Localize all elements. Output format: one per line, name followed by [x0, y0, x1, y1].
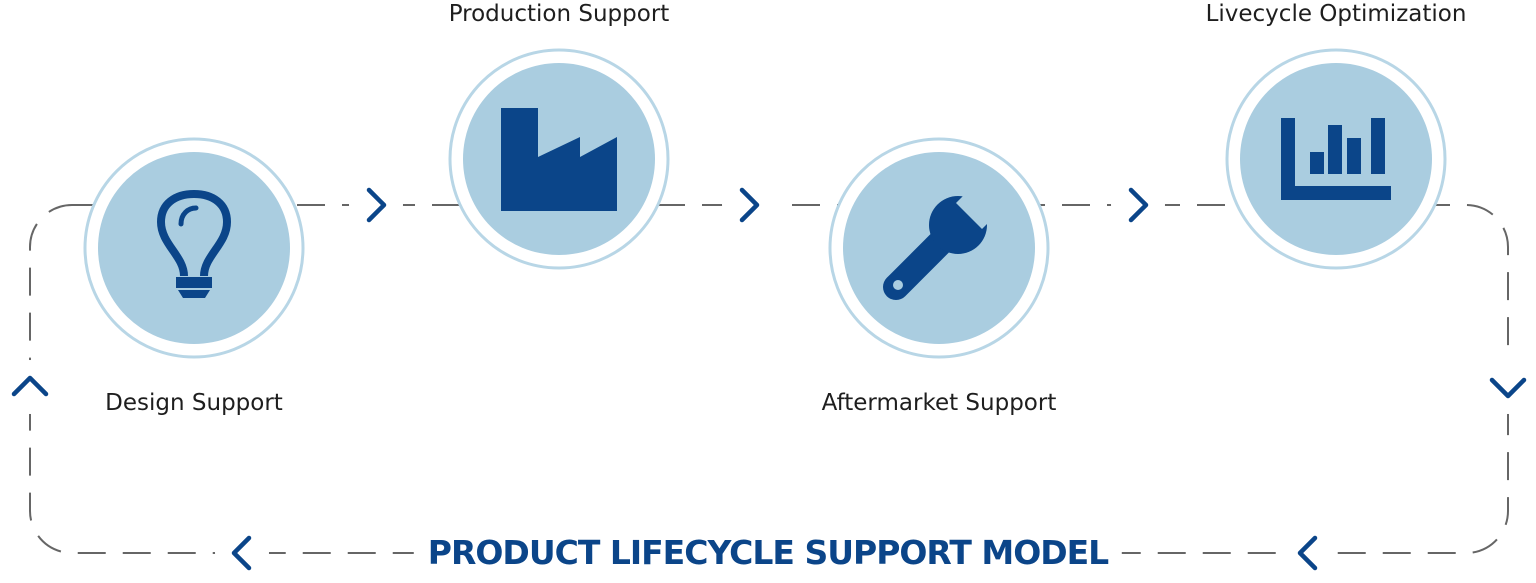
stage-livecycle-optimization	[1225, 48, 1447, 270]
stage-aftermarket-support	[828, 137, 1050, 359]
diagram-title: PRODUCT LIFECYCLE SUPPORT MODEL	[413, 530, 1123, 576]
chevron-right-icon	[1128, 187, 1149, 223]
wrench-icon	[883, 185, 1000, 300]
chevron-up-icon	[11, 375, 49, 397]
bar-chart-icon	[1281, 118, 1391, 200]
stage-label-livecycle-optimization: Livecycle Optimization	[1205, 1, 1467, 27]
stage-label-aftermarket-support: Aftermarket Support	[821, 390, 1057, 416]
connector-bottom-right-left	[1281, 526, 1335, 580]
stage-label-production-support: Production Support	[448, 1, 670, 27]
connector-production-to-aftermarket	[722, 178, 776, 232]
chevron-left-icon	[231, 535, 252, 571]
lightbulb-icon	[157, 190, 231, 298]
connector-design-to-production	[349, 178, 403, 232]
chevron-right-icon	[366, 187, 387, 223]
connector-bottom-left-left	[215, 526, 269, 580]
connector-left-up	[3, 360, 57, 414]
stage-production-support	[448, 48, 670, 270]
connector-right-down	[1481, 360, 1535, 414]
stage-design-support	[83, 137, 305, 359]
stage-label-design-support: Design Support	[105, 390, 283, 416]
chevron-left-icon	[1297, 535, 1318, 571]
chevron-right-icon	[739, 187, 760, 223]
connector-aftermarket-to-optimization	[1111, 178, 1165, 232]
chevron-down-icon	[1489, 377, 1527, 399]
factory-icon	[501, 108, 617, 211]
